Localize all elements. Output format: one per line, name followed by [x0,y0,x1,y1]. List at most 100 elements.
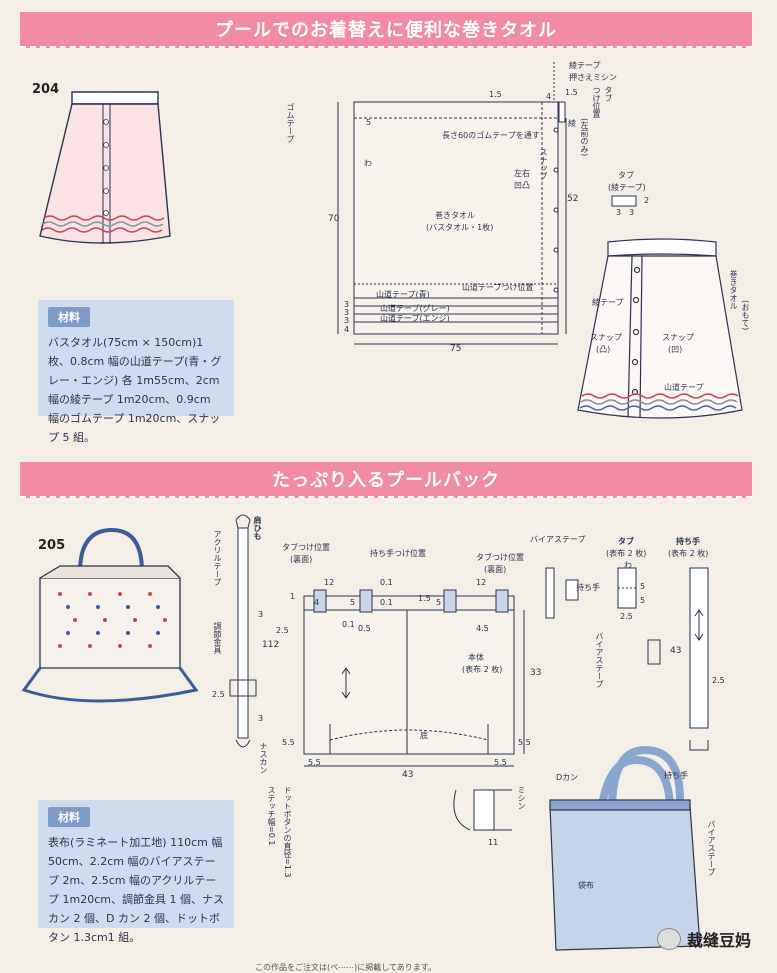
label-gom-note: 長さ60のゴムテープを通す [442,131,540,140]
watermark: 裁缝豆妈 [656,927,751,951]
dim-1-5-bag: 1.5 [418,594,431,603]
dim-4-5: 4.5 [476,624,489,633]
label-aya2: 綾 [568,119,576,128]
dim-4-bag: 4 [314,598,320,607]
tab-sub-205: (表布 2 枚) [606,549,647,558]
dim-5-5a: 5.5 [282,738,295,747]
right-label-aya: 綾テープ [592,298,624,307]
materials-text-204: バスタオル(75cm × 150cm)1 枚、0.8cm 幅の山道テープ(青・グ… [48,336,222,444]
label-katahimo: 肩ひも [253,516,262,540]
right-label-towel: 巻きタオル [729,270,738,310]
materials-text-205: 表布(ラミネート加工地) 110cm 幅 50cm、2.2cm 幅のバイアステー… [48,836,224,944]
label-tab-pos-a2: (裏面) [290,555,313,564]
label-wa: わ [364,159,372,168]
item-number-204: 204 [32,82,60,97]
label-ayatape: 綾テープ [569,61,601,70]
materials-box-205: 材料 表布(ラミネート加工地) 110cm 幅 50cm、2.2cm 幅のバイア… [38,800,234,944]
label-yamamichi-gray: 山道テープ(グレー) [380,304,450,313]
dim-12b: 12 [476,578,487,587]
dim-1-5a: 1.5 [489,90,502,99]
label-bias: バイアステープ [530,535,586,544]
dim-3a: 3 [344,300,350,309]
dim-5: 5 [366,118,372,127]
label-tab-pos-a: タブつけ位置 [282,543,330,552]
handle-sub-205: (表布 2 枚) [668,549,709,558]
tab-dim-2-5: 2.5 [620,612,633,621]
tab-title-204: タブ [618,171,634,180]
wechat-icon [656,928,681,950]
handle-title-205: 持ち手 [676,537,700,546]
dim-33: 33 [530,668,542,678]
right-label-snap-a: スナップ [590,333,622,342]
label-mishin: ミシン [517,786,526,810]
dim-3-strap-b: 3 [258,714,264,723]
label-nasukan: ナスカン [259,742,268,774]
handle-dim-2-5: 2.5 [712,676,725,685]
dim-1-5b: 1.5 [565,88,578,97]
footer-text: この作品をご注文は(ペ⋯⋯)に掲載してあります。 [255,963,436,972]
label-tab-pos-b2: (裏面) [484,565,507,574]
dim-12a: 12 [324,578,335,587]
tab-dim-3b: 3 [629,208,635,217]
dim-3-strap-a: 3 [258,610,264,619]
dim-3c: 3 [344,316,350,325]
label-hontai-sub: (表布 2 枚) [462,665,503,674]
right-label-snap-b: スナップ [662,333,694,342]
label-acryl: アクリルテープ [213,530,222,586]
dim-0-1b: 0.1 [380,598,393,607]
dim-11: 11 [488,838,499,847]
binding-detail-205 [453,789,512,831]
dim-2-5-bag: 2.5 [276,626,289,635]
section-204-title: プールでのお着替えに便利な巻きタオル [215,20,557,41]
dim-52: 52 [567,194,579,204]
label-mochite-small: 持ち手 [576,583,600,592]
label-chosetsu: 調節金具 [213,622,222,654]
label-towel: 巻きタオル [435,211,475,220]
dim-2-5-strap: 2.5 [212,690,225,699]
dim-5-5b: 5.5 [308,758,321,767]
section-205-title: たっぷり入るプールバック [272,470,500,491]
label-yamamichi-pos: 山道テープつけ位置 [462,283,534,292]
tab-dim-5a: 5 [640,582,646,591]
dim-5-5c: 5.5 [494,758,507,767]
dim-0-1a: 0.1 [380,578,393,587]
handle-pattern-205 [689,567,709,751]
right-label-omote: (おもて) [741,300,750,331]
label-mochite3: 持ち手 [664,771,688,780]
right-label-yama: 山道テープ [664,383,704,392]
dim-70: 70 [328,214,340,224]
label-yamamichi-ao: 山道テープ(青) [376,290,430,299]
label-bias2: バイアステープ [595,632,604,688]
label-towel-sub: (バスタオル・1枚) [426,223,494,232]
section-205-banner: たっぷり入るプールバック [20,462,752,498]
tab-title-205: タブ [618,537,634,546]
dim-1: 1 [290,592,296,601]
towel-pattern-204 [337,62,567,345]
shoulder-strap-diagram-205 [229,514,257,748]
section-204-banner: プールでのお着替えに便利な巻きタオル [20,12,752,48]
handle-dim-43: 43 [670,646,682,656]
label-snap: スナップ [539,148,548,180]
materials-box-204: 材料 バスタオル(75cm × 150cm)1 枚、0.8cm 幅の山道テープ(… [38,300,234,444]
finished-bag-illustration-205 [549,745,701,951]
label-osae: 押さえミシン [569,73,617,82]
tab-sub-204: (綾テープ) [608,183,646,192]
label-bukuro: 袋布 [578,881,594,890]
dim-4b: 4 [344,325,350,334]
materials-tag-205: 材料 [48,807,90,827]
label-gom: ゴムテープ [286,103,295,143]
label-soko: 底 [420,731,428,740]
label-tab: タブ [604,86,613,102]
tab-dim-2: 2 [644,196,650,205]
label-dkan: Dカン [556,773,579,782]
bag-body-pattern-205 [303,589,525,767]
label-mochite-pos: 持ち手つけ位置 [370,549,426,558]
dim-5b: 5 [436,598,442,607]
label-ou: 凹凸 [514,181,530,190]
label-yamamichi-enji: 山道テープ(エンジ) [380,314,450,323]
label-tab-pos-b: タブつけ位置 [476,553,524,562]
dim-5-5d: 5.5 [518,738,531,747]
tab-dim-5b: 5 [640,596,646,605]
skirt-illustration-204 [39,91,171,244]
